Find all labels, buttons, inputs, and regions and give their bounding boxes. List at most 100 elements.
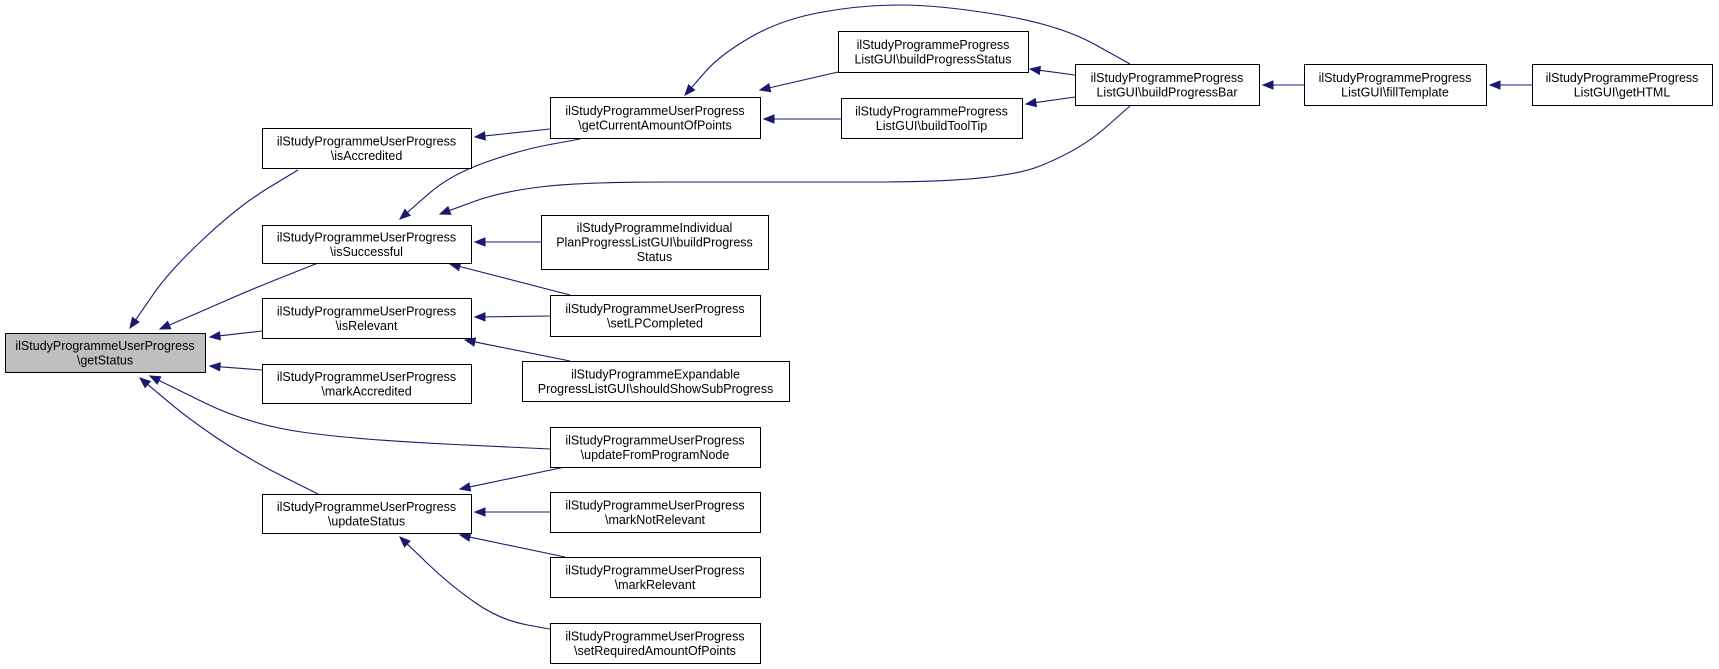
edge-isAccredited-to-getStatus	[129, 169, 299, 330]
node-box	[541, 215, 769, 270]
node-markNotRelevant[interactable]: ilStudyProgrammeUserProgress\markNotRele…	[550, 492, 761, 533]
node-label-line: \getCurrentAmountOfPoints	[578, 118, 732, 132]
node-isAccredited[interactable]: ilStudyProgrammeUserProgress\isAccredite…	[262, 128, 472, 169]
edge-line	[484, 315, 551, 318]
node-label-line: \updateFromProgramNode	[581, 448, 730, 462]
node-label-line: ilStudyProgrammeProgress	[857, 38, 1010, 52]
node-setLPCompleted[interactable]: ilStudyProgrammeUserProgress\setLPComple…	[550, 295, 761, 337]
edge-buildProgressBar-to-isSuccessful	[438, 105, 1131, 215]
node-label-line: ilStudyProgrammeUserProgress	[277, 134, 456, 148]
node-label-line: \getStatus	[77, 353, 133, 367]
edge-line	[474, 341, 571, 362]
node-label-line: ilStudyProgrammeProgress	[1091, 71, 1244, 85]
node-label-line: PlanProgressListGUI\buildProgress	[556, 236, 753, 250]
arrowhead-icon	[684, 83, 696, 97]
arrowhead-icon	[458, 482, 472, 492]
node-box	[1075, 64, 1260, 106]
node-label-line: ilStudyProgrammeUserProgress	[277, 500, 456, 514]
edge-line	[449, 105, 1131, 212]
node-box	[550, 295, 761, 337]
edge-line	[407, 138, 581, 213]
node-box	[262, 298, 472, 339]
node-isSuccessful[interactable]: ilStudyProgrammeUserProgress\isSuccessfu…	[262, 225, 472, 264]
node-label-line: ilStudyProgrammeUserProgress	[565, 629, 744, 643]
node-box	[550, 492, 761, 533]
edge-line	[147, 384, 319, 495]
arrowhead-icon	[758, 83, 772, 93]
arrowhead-icon	[473, 312, 486, 322]
edge-shouldShowSubProgress-to-isRelevant	[463, 337, 571, 362]
arrowhead-icon	[1488, 80, 1501, 90]
arrowhead-icon	[1028, 65, 1042, 76]
edge-getCurrentAmountOfPoints-to-isSuccessful	[398, 138, 581, 220]
node-setRequiredAmountOfPoints[interactable]: ilStudyProgrammeUserProgress\setRequired…	[550, 623, 761, 664]
edges-layer	[129, 4, 1532, 631]
edge-line	[469, 466, 566, 488]
node-markRelevant[interactable]: ilStudyProgrammeUserProgress\markRelevan…	[550, 557, 761, 598]
node-label-line: ilStudyProgrammeProgress	[855, 104, 1008, 118]
node-label-line: ilStudyProgrammeUserProgress	[15, 339, 194, 353]
node-label-line: \markRelevant	[615, 578, 696, 592]
node-label-line: \markAccredited	[321, 384, 411, 398]
arrowhead-icon	[158, 320, 172, 330]
arrowhead-icon	[1261, 80, 1274, 90]
node-label-line: \setRequiredAmountOfPoints	[574, 644, 736, 658]
node-box	[550, 97, 761, 139]
edge-line	[168, 262, 319, 326]
node-buildProgressBar[interactable]: ilStudyProgrammeProgressListGUI\buildPro…	[1075, 64, 1260, 106]
node-box	[550, 623, 761, 664]
arrowhead-icon	[399, 536, 411, 548]
node-getCurrentAmountOfPoints[interactable]: ilStudyProgrammeUserProgress\getCurrentA…	[550, 97, 761, 139]
node-updateFromProgramNode[interactable]: ilStudyProgrammeUserProgress\updateFromP…	[550, 427, 761, 468]
node-isRelevant[interactable]: ilStudyProgrammeUserProgress\isRelevant	[262, 298, 472, 339]
node-updateStatus[interactable]: ilStudyProgrammeUserProgress\updateStatu…	[262, 494, 472, 534]
node-box	[1304, 64, 1487, 106]
node-label-line: \markNotRelevant	[605, 513, 706, 527]
edge-line	[135, 169, 299, 321]
edge-markRelevant-to-updateStatus	[458, 532, 566, 558]
node-label-line: ListGUI\fillTemplate	[1341, 85, 1449, 99]
node-label-line: ilStudyProgrammeExpandable	[571, 367, 740, 381]
node-label-line: ListGUI\buildProgressBar	[1096, 85, 1237, 99]
edge-line	[769, 71, 839, 89]
node-label-line: ListGUI\buildToolTip	[876, 119, 987, 133]
edge-updateFromProgramNode-to-getStatus	[148, 375, 551, 450]
node-shouldShowSubProgress[interactable]: ilStudyProgrammeExpandableProgressListGU…	[522, 361, 790, 402]
edge-buildProgressBar-to-buildToolTip	[1024, 96, 1076, 108]
node-label-line: ilStudyProgrammeProgress	[1319, 71, 1472, 85]
edge-line	[459, 265, 571, 296]
node-box	[841, 98, 1023, 139]
arrowhead-icon	[473, 507, 486, 517]
node-box	[262, 225, 472, 264]
node-fillTemplate[interactable]: ilStudyProgrammeProgressListGUI\fillTemp…	[1304, 64, 1487, 106]
nodes-layer: ilStudyProgrammeUserProgress\getStatusil…	[5, 31, 1713, 664]
edge-setLPCompleted-to-isRelevant	[473, 312, 551, 322]
node-label-line: ilStudyProgrammeUserProgress	[565, 563, 744, 577]
edge-line	[158, 379, 551, 450]
node-buildToolTip[interactable]: ilStudyProgrammeProgressListGUI\buildToo…	[841, 98, 1023, 139]
node-label-line: ilStudyProgrammeUserProgress	[565, 433, 744, 447]
arrowhead-icon	[473, 131, 486, 141]
arrowhead-icon	[463, 337, 477, 347]
node-markAccredited[interactable]: ilStudyProgrammeUserProgress\markAccredi…	[262, 364, 472, 404]
node-label-line: ilStudyProgrammeUserProgress	[565, 498, 744, 512]
edge-getCurrentAmountOfPoints-to-isAccredited	[473, 128, 551, 141]
edge-buildProgressStatus-to-getCurrentAmountOfPoints	[758, 71, 839, 93]
edge-line	[406, 543, 556, 631]
node-getStatus[interactable]: ilStudyProgrammeUserProgress\getStatus	[5, 333, 206, 373]
arrowhead-icon	[148, 375, 162, 385]
node-label-line: Status	[637, 250, 672, 264]
node-label-line: ilStudyProgrammeUserProgress	[277, 370, 456, 384]
node-box	[262, 128, 472, 169]
arrowhead-icon	[458, 532, 472, 542]
edge-updateFromProgramNode-to-updateStatus	[458, 466, 566, 492]
node-box	[5, 333, 206, 373]
node-individualBuildProgressStatus[interactable]: ilStudyProgrammeIndividualPlanProgressLi…	[541, 215, 769, 270]
node-buildProgressStatus[interactable]: ilStudyProgrammeProgressListGUI\buildPro…	[838, 31, 1029, 73]
node-box	[1532, 64, 1713, 106]
node-label-line: ProgressListGUI\shouldShowSubProgress	[538, 382, 774, 396]
node-box	[550, 427, 761, 468]
node-label-line: \setLPCompleted	[607, 316, 703, 330]
